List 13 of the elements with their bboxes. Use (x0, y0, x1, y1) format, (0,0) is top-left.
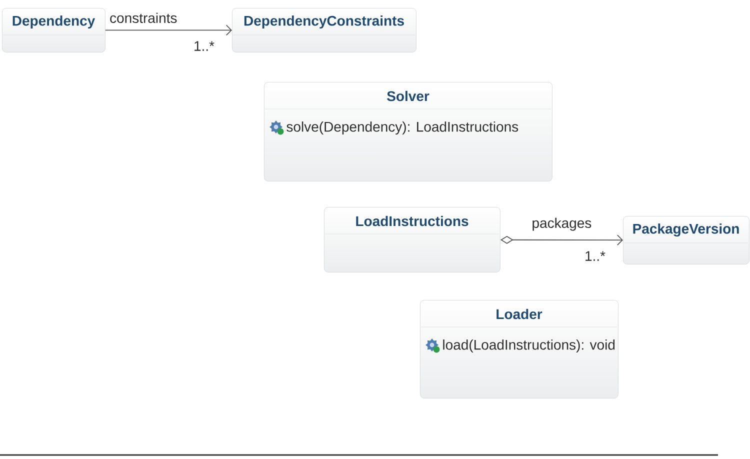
multiplicity-label: 1..* (194, 41, 214, 51)
method-text: load(LoadInstructions): void (443, 339, 615, 353)
class-name: DependencyConstraints (244, 15, 404, 29)
class-name: Loader (496, 308, 542, 320)
class-name: Dependency (12, 15, 96, 29)
multiplicity-label: 1..* (586, 251, 606, 261)
class-name: Solver (387, 90, 430, 102)
class-name: PackageVersion (633, 223, 739, 237)
association-arrow (104, 24, 232, 36)
edge-label: packages (530, 216, 593, 232)
edge-label: constraints (108, 12, 178, 24)
class-name: LoadInstructions (356, 216, 468, 226)
method-text: solve(Dependency): LoadInstructions (286, 121, 518, 135)
